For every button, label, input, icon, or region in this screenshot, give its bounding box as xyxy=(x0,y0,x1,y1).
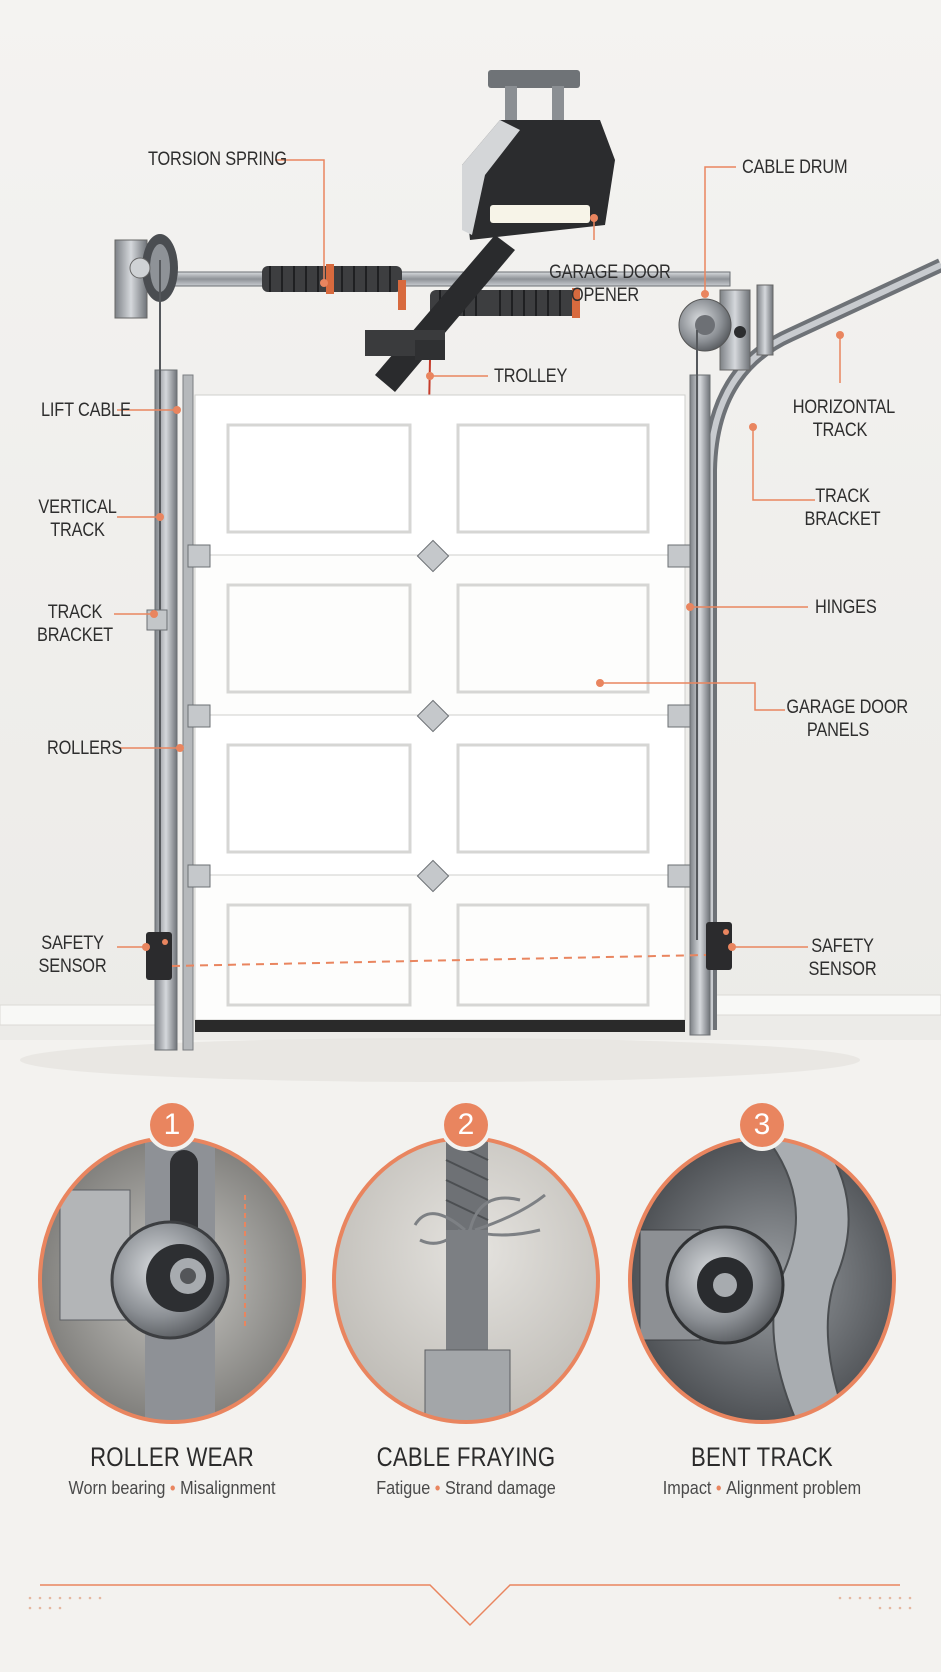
label-safety-sensor-right-line1: SAFETY xyxy=(811,936,874,957)
garage-door-opener xyxy=(462,70,615,240)
footer-ornament xyxy=(40,1584,900,1627)
cable-fraying-detail-b: Strand damage xyxy=(444,1478,556,1498)
label-horizontal-track-line2: TRACK xyxy=(812,420,868,441)
label-track-bracket-right: TRACK BRACKET xyxy=(797,485,887,531)
label-safety-sensor-right: SAFETY SENSOR xyxy=(802,935,884,981)
label-lift-cable: LIFT CABLE xyxy=(41,400,131,421)
label-horizontal-track: HORIZONTAL TRACK xyxy=(792,396,896,442)
separator-dot: • xyxy=(715,1478,722,1498)
roller-wear-photo xyxy=(40,1138,304,1422)
badge-2: 2 xyxy=(444,1103,488,1147)
leader-panels xyxy=(600,682,785,711)
bent-track-detail-b: Alignment problem xyxy=(726,1478,862,1498)
label-trolley: TROLLEY xyxy=(494,366,568,387)
cable-drum-right xyxy=(678,298,746,352)
trolley xyxy=(415,340,445,360)
bent-track-photo xyxy=(630,1138,894,1422)
label-vertical-track: VERTICAL TRACK xyxy=(37,496,119,542)
left-end-bracket xyxy=(114,239,148,319)
label-vertical-track-line1: VERTICAL xyxy=(38,497,117,518)
label-track-bracket-left-line2: BRACKET xyxy=(37,625,113,646)
roller-wear-title: ROLLER WEAR xyxy=(90,1442,254,1472)
label-track-bracket-left-line1: TRACK xyxy=(47,602,103,623)
label-garage-door-opener: GARAGE DOOR OPENER xyxy=(549,261,671,307)
cable-fraying-title: CABLE FRAYING xyxy=(376,1442,556,1472)
label-track-bracket-right-line1: TRACK xyxy=(815,486,870,507)
label-safety-sensor-right-line2: SENSOR xyxy=(808,959,877,980)
safety-sensor-right xyxy=(706,922,732,970)
label-garage-door-panels: GARAGE DOOR PANELS xyxy=(786,696,908,742)
label-opener-line2: OPENER xyxy=(571,285,639,306)
cable-fraying-detail: Fatigue•Strand damage xyxy=(322,1478,610,1499)
safety-beam xyxy=(171,954,707,967)
safety-sensor-left xyxy=(146,932,172,980)
label-track-bracket-right-line2: BRACKET xyxy=(804,509,881,530)
floor-shadow xyxy=(20,1038,860,1082)
baseboard-left xyxy=(0,1004,166,1026)
roller-wear-detail-b: Misalignment xyxy=(180,1478,276,1498)
leader-cable-drum xyxy=(704,166,736,294)
label-panels-line1: GARAGE DOOR xyxy=(786,697,908,718)
label-safety-sensor-left-line1: SAFETY xyxy=(41,933,104,954)
cable-fraying-detail-a: Fatigue xyxy=(376,1478,431,1498)
footer-dots xyxy=(28,1596,912,1610)
roller-wear-detail: Worn bearing•Misalignment xyxy=(28,1478,316,1499)
label-safety-sensor-left: SAFETY SENSOR xyxy=(32,932,114,978)
track-bracket-plate xyxy=(756,284,774,356)
label-opener-line1: GARAGE DOOR xyxy=(549,262,671,283)
leader-torsion-spring xyxy=(275,159,325,283)
bent-track-detail: Impact•Alignment problem xyxy=(618,1478,906,1499)
separator-dot: • xyxy=(169,1478,176,1498)
separator-dot: • xyxy=(434,1478,441,1498)
label-horizontal-track-line1: HORIZONTAL xyxy=(792,397,896,418)
roller-wear-detail-a: Worn bearing xyxy=(68,1478,166,1498)
label-torsion-spring: TORSION SPRING xyxy=(148,149,287,170)
bent-track-detail-a: Impact xyxy=(662,1478,712,1498)
badge-1: 1 xyxy=(150,1103,194,1147)
label-cable-drum: CABLE DRUM xyxy=(742,157,848,178)
label-track-bracket-left: TRACK BRACKET xyxy=(32,601,118,647)
label-rollers: ROLLERS xyxy=(47,738,123,759)
label-hinges: HINGES xyxy=(815,597,877,618)
label-panels-line2: PANELS xyxy=(806,720,870,741)
label-safety-sensor-left-line2: SENSOR xyxy=(38,956,107,977)
bent-track-title: BENT TRACK xyxy=(691,1442,833,1472)
garage-door xyxy=(187,394,691,1032)
badge-3: 3 xyxy=(740,1103,784,1147)
label-vertical-track-line2: TRACK xyxy=(50,520,105,541)
cable-fraying-photo xyxy=(334,1138,598,1422)
leader-track-bracket-right xyxy=(752,427,815,501)
baseboard-right xyxy=(709,994,941,1016)
